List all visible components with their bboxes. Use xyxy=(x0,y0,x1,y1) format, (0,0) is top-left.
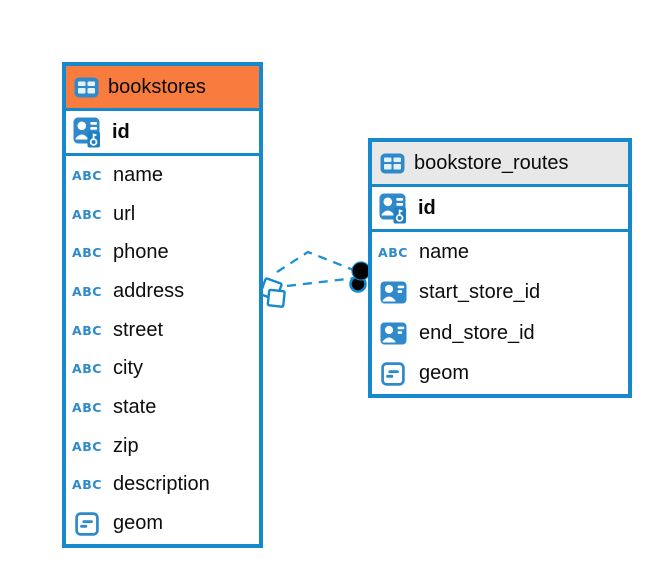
geometry-icon-wrap xyxy=(70,511,104,536)
table-title: bookstores xyxy=(108,75,206,98)
column-row-start_store_id[interactable]: start_store_id xyxy=(372,273,628,314)
column-row-end_store_id[interactable]: end_store_id xyxy=(372,313,628,354)
one-end-diamond-marker[interactable] xyxy=(259,277,286,308)
text-icon-wrap: ABC xyxy=(70,284,104,299)
column-name: start_store_id xyxy=(419,281,541,304)
column-name: city xyxy=(113,357,143,380)
text-icon-wrap: ABC xyxy=(70,361,104,376)
column-row-geom[interactable]: geom xyxy=(372,354,628,395)
table-icon xyxy=(380,153,405,174)
foreign-key-icon xyxy=(380,322,406,345)
column-name: phone xyxy=(113,241,169,264)
column-row-street[interactable]: ABC street xyxy=(66,311,259,350)
column-row-name[interactable]: ABC name xyxy=(372,232,628,273)
text-type-icon: ABC xyxy=(72,167,102,183)
column-name: state xyxy=(113,395,157,418)
text-icon-wrap: ABC xyxy=(70,400,104,415)
column-row-description[interactable]: ABC description xyxy=(66,466,259,505)
entity-header[interactable]: bookstores xyxy=(66,66,259,111)
text-icon-wrap: ABC xyxy=(376,245,410,260)
primary-key-row[interactable]: id xyxy=(66,111,259,156)
text-type-icon: ABC xyxy=(378,244,408,260)
text-icon-wrap: ABC xyxy=(70,323,104,338)
column-row-address[interactable]: ABC address xyxy=(66,272,259,311)
geometry-type-icon xyxy=(75,511,99,536)
column-row-name[interactable]: ABC name xyxy=(66,156,259,195)
column-name: name xyxy=(419,240,470,263)
text-type-icon: ABC xyxy=(72,283,102,299)
column-name: url xyxy=(113,202,136,225)
text-icon-wrap: ABC xyxy=(70,168,104,183)
column-name: geom xyxy=(113,512,164,535)
text-type-icon: ABC xyxy=(72,206,102,222)
column-row-state[interactable]: ABC state xyxy=(66,388,259,427)
geometry-type-icon xyxy=(381,362,405,386)
foreign-key-icon xyxy=(380,281,406,304)
geometry-icon-wrap xyxy=(376,362,410,386)
foreign-key-icon-wrap xyxy=(376,281,410,304)
column-row-url[interactable]: ABC url xyxy=(66,195,259,234)
column-name: street xyxy=(113,318,164,341)
text-type-icon: ABC xyxy=(72,245,102,261)
text-type-icon: ABC xyxy=(72,322,102,338)
column-name: address xyxy=(113,279,185,302)
primary-key-row[interactable]: id xyxy=(372,187,628,232)
table-title: bookstore_routes xyxy=(414,151,569,174)
text-icon-wrap: ABC xyxy=(70,477,104,492)
text-type-icon: ABC xyxy=(72,399,102,415)
table-icon xyxy=(74,77,99,98)
primary-key-name: id xyxy=(418,196,436,219)
primary-key-name: id xyxy=(112,120,130,143)
primary-key-icon xyxy=(376,193,410,224)
column-row-geom[interactable]: geom xyxy=(66,504,259,543)
column-name: end_store_id xyxy=(419,321,535,344)
text-icon-wrap: ABC xyxy=(70,207,104,222)
column-name: geom xyxy=(419,362,470,385)
text-icon-wrap: ABC xyxy=(70,245,104,260)
foreign-key-icon-wrap xyxy=(376,322,410,345)
entity-bookstore-routes[interactable]: bookstore_routes id ABC name start_store_i… xyxy=(368,138,632,398)
column-row-phone[interactable]: ABC phone xyxy=(66,233,259,272)
column-name: description xyxy=(113,473,210,496)
column-row-zip[interactable]: ABC zip xyxy=(66,427,259,466)
column-row-city[interactable]: ABC city xyxy=(66,349,259,388)
text-type-icon: ABC xyxy=(72,438,102,454)
relationship-line-1[interactable] xyxy=(276,250,357,273)
column-name: zip xyxy=(113,434,139,457)
primary-key-icon xyxy=(70,117,104,148)
column-name: name xyxy=(113,163,164,186)
relationship-line-2[interactable] xyxy=(286,276,356,288)
entity-header[interactable]: bookstore_routes xyxy=(372,142,628,187)
text-icon-wrap: ABC xyxy=(70,439,104,454)
text-type-icon: ABC xyxy=(72,477,102,493)
text-type-icon: ABC xyxy=(72,361,102,377)
